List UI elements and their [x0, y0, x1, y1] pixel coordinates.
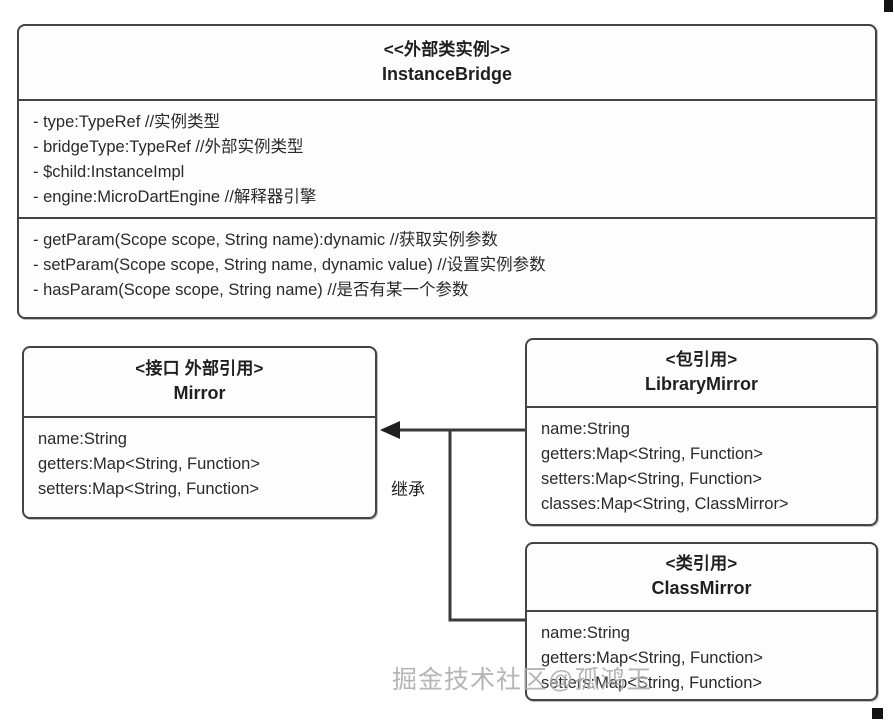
- section-divider: [527, 610, 876, 612]
- class-box-instance-bridge: <<外部类实例>> InstanceBridge - type:TypeRef …: [17, 24, 877, 319]
- class-stereotype: <包引用>: [665, 350, 738, 370]
- class-attributes-mirror: name:String getters:Map<String, Function…: [24, 418, 375, 512]
- class-stereotype: <<外部类实例>>: [383, 39, 511, 59]
- class-methods-instance-bridge: - getParam(Scope scope, String name):dyn…: [19, 219, 875, 313]
- class-header-mirror: <接口 外部引用> Mirror: [24, 348, 375, 416]
- method-row: - getParam(Scope scope, String name):dyn…: [33, 231, 498, 249]
- attribute-row: setters:Map<String, Function>: [541, 470, 763, 488]
- attribute-row: classes:Map<String, ClassMirror>: [541, 495, 789, 513]
- class-box-library-mirror: <包引用> LibraryMirror name:String getters:…: [525, 338, 878, 526]
- attribute-row: - type:TypeRef //实例类型: [33, 113, 221, 131]
- attribute-row: setters:Map<String, Function>: [38, 480, 260, 498]
- inheritance-arrowhead-icon: [380, 421, 400, 439]
- attribute-row: - bridgeType:TypeRef //外部实例类型: [33, 138, 304, 156]
- class-box-class-mirror: <类引用> ClassMirror name:String getters:Ma…: [525, 542, 878, 701]
- class-attributes-library-mirror: name:String getters:Map<String, Function…: [527, 408, 876, 527]
- attribute-row: getters:Map<String, Function>: [541, 649, 763, 667]
- method-row: - setParam(Scope scope, String name, dyn…: [33, 256, 546, 274]
- class-box-mirror: <接口 外部引用> Mirror name:String getters:Map…: [22, 346, 377, 519]
- class-name: InstanceBridge: [381, 63, 513, 84]
- connector-line-class-to-trunk: [448, 430, 525, 622]
- method-row: - hasParam(Scope scope, String name) //是…: [33, 281, 469, 299]
- page-artifact-top-right: [884, 0, 893, 12]
- section-divider: [19, 99, 875, 101]
- attribute-row: name:String: [38, 430, 127, 448]
- attribute-row: - $child:InstanceImpl: [33, 163, 185, 181]
- class-stereotype: <接口 外部引用>: [135, 359, 264, 379]
- class-name: ClassMirror: [651, 578, 752, 599]
- attribute-row: setters:Map<String, Function>: [541, 674, 763, 692]
- class-header-library-mirror: <包引用> LibraryMirror: [527, 340, 876, 406]
- section-divider: [24, 416, 375, 418]
- class-header-instance-bridge: <<外部类实例>> InstanceBridge: [19, 26, 875, 99]
- attribute-row: name:String: [541, 420, 630, 438]
- watermark-text: 掘金技术社区@孤鸿玉: [392, 666, 653, 694]
- class-attributes-class-mirror: name:String getters:Map<String, Function…: [527, 612, 876, 706]
- attribute-row: - engine:MicroDartEngine //解释器引擎: [33, 188, 317, 206]
- class-stereotype: <类引用>: [665, 554, 738, 574]
- page-artifact-bottom-right: [872, 708, 883, 719]
- section-divider: [19, 217, 875, 219]
- section-divider: [527, 406, 876, 408]
- class-attributes-instance-bridge: - type:TypeRef //实例类型 - bridgeType:TypeR…: [19, 101, 875, 217]
- class-header-class-mirror: <类引用> ClassMirror: [527, 544, 876, 610]
- inheritance-label: 继承: [391, 480, 425, 499]
- class-name: Mirror: [173, 383, 226, 404]
- attribute-row: getters:Map<String, Function>: [38, 455, 260, 473]
- class-name: LibraryMirror: [644, 374, 759, 395]
- attribute-row: getters:Map<String, Function>: [541, 445, 763, 463]
- attribute-row: name:String: [541, 624, 630, 642]
